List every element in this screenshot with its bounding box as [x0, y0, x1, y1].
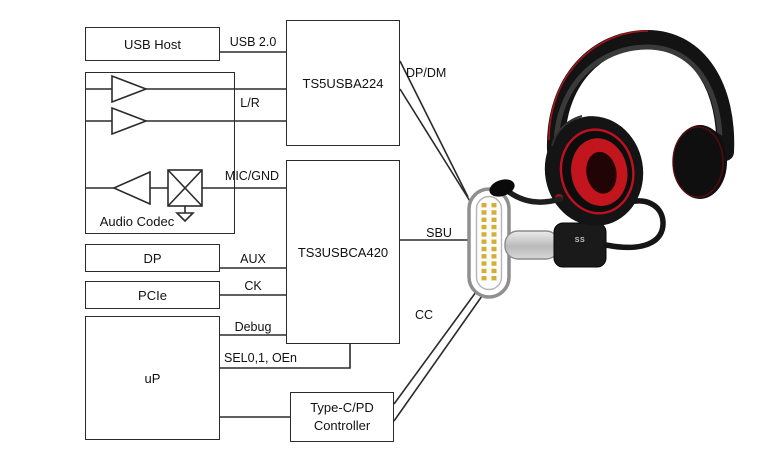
cup-highlight — [551, 115, 583, 147]
signal-mic-gnd: MIC/GND — [224, 169, 280, 183]
block-dp: DP — [85, 244, 220, 272]
block-ts3usbca420: TS3USBCA420 — [286, 160, 400, 344]
plug-ss-marking: SS — [574, 237, 586, 244]
ts3usbca420-label: TS3USBCA420 — [297, 244, 389, 260]
signal-usb2: USB 2.0 — [229, 35, 277, 49]
block-up: uP — [85, 316, 220, 440]
block-pcie: PCIe — [85, 281, 220, 309]
headband-red-accent — [548, 30, 649, 141]
dp-label: DP — [143, 250, 162, 266]
block-audio-codec — [85, 72, 235, 234]
headband-cushion — [553, 44, 723, 151]
mic-windscreen — [489, 179, 515, 197]
amp-right-icon — [111, 106, 149, 136]
signal-ck: CK — [244, 279, 262, 293]
usb-c-connector-icon — [467, 187, 511, 299]
wire-sel — [220, 344, 351, 369]
pd-label-line1: Type-C/PD — [310, 400, 374, 416]
signal-dpdm: DP/DM — [406, 66, 447, 80]
signal-lr: L/R — [240, 96, 260, 110]
mic-boom — [506, 189, 563, 205]
audio-codec-internals — [111, 74, 203, 223]
pcie-label: PCIe — [138, 287, 167, 303]
wire-cc-a — [393, 291, 477, 405]
block-typec-pd-controller: Type-C/PD Controller — [290, 392, 394, 442]
signal-sel: SEL0,1, OEn — [224, 351, 297, 365]
mixer-icon — [167, 169, 203, 207]
signal-debug: Debug — [234, 320, 272, 334]
ground-icon — [175, 206, 195, 223]
block-ts5usba224: TS5USBA224 — [286, 20, 400, 146]
gaming-headset-photo — [489, 29, 735, 226]
wire-dpdm-b — [399, 88, 474, 207]
right-ear-cup — [673, 125, 727, 199]
wire-dpdm-a — [399, 60, 469, 198]
pd-label-line2: Controller — [313, 418, 371, 433]
signal-aux: AUX — [240, 252, 266, 266]
usb-host-label: USB Host — [123, 36, 182, 52]
audio-codec-label: Audio Codec — [99, 214, 175, 229]
up-label: uP — [144, 370, 161, 386]
signal-cc: CC — [414, 308, 434, 322]
wire-cc-b — [393, 295, 483, 422]
right-ear-cup-accent — [672, 126, 724, 198]
left-ear-cup — [544, 116, 644, 226]
ts5usba224-label: TS5USBA224 — [302, 75, 384, 91]
signal-sbu: SBU — [426, 226, 452, 240]
amp-left-icon — [111, 74, 149, 104]
mic-amp-icon — [112, 170, 151, 206]
block-usb-host: USB Host — [85, 27, 220, 61]
